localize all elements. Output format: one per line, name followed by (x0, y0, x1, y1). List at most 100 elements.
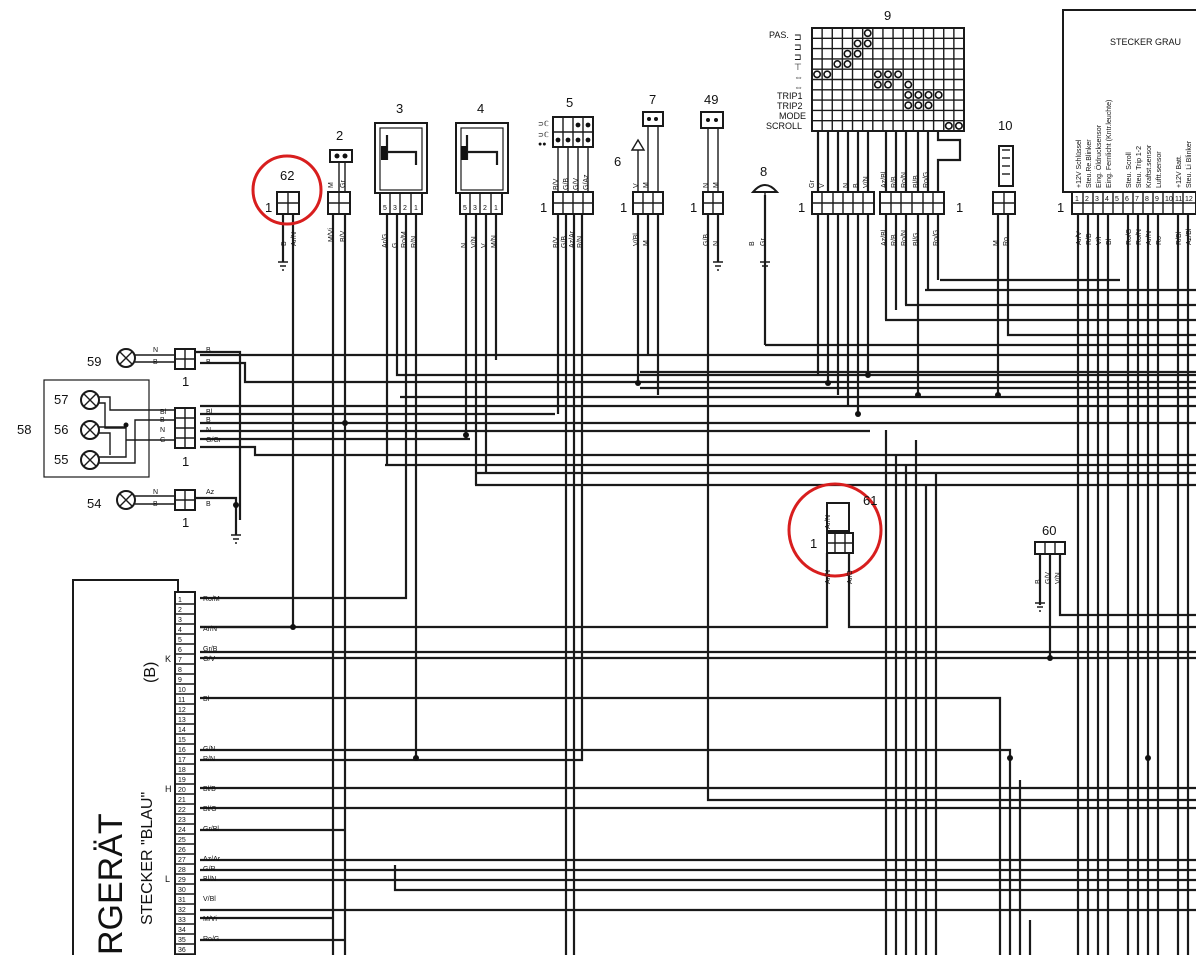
blue-pin-number: 16 (178, 747, 186, 754)
wire-color-label: Gr (809, 180, 816, 188)
grey-pin-label: Eing. Öldrucksensor (1095, 124, 1103, 188)
blue-pin-number: 3 (178, 617, 182, 624)
label-c7: 7 (649, 92, 656, 107)
blue-wire-color: Ro/M (203, 596, 220, 603)
blue-pin-number: 2 (178, 607, 182, 614)
grid-dot (904, 80, 913, 89)
grid-dot (924, 101, 933, 110)
grid-dot (914, 90, 923, 99)
grey-pin-number: 11 (1175, 196, 1182, 203)
wire-color-label: G/V (573, 178, 580, 190)
label-c60: 60 (1042, 523, 1056, 538)
group-letter-h: H (165, 784, 172, 794)
grid-dot (843, 60, 852, 69)
blue-pin-number: 28 (178, 867, 186, 874)
blue-connector-name: STECKER "BLAU" (139, 792, 156, 925)
wire-color-label: Bl/G (913, 232, 920, 246)
grey-wire-color: R/B (1086, 233, 1093, 245)
highlight-61 (787, 482, 883, 578)
blue-wire-color: Bl/N (203, 876, 216, 883)
grid-dot (954, 121, 963, 130)
wire-color-label: Az (206, 489, 215, 496)
group-letter-l: L (165, 874, 170, 884)
wire-color-label: Ro/N (901, 172, 908, 188)
blue-pin-number: 6 (178, 647, 182, 654)
wire-color-label: G/B (563, 178, 570, 190)
grey-pin-label: Steu. Scroll (1126, 152, 1133, 188)
blue-pin-number: 17 (178, 757, 186, 764)
blue-pin-number: 14 (178, 727, 186, 734)
label-c57: 57 (54, 392, 68, 407)
component-49-sensor (700, 111, 724, 192)
label-c5: 5 (566, 95, 573, 110)
icon-high-beam: ⊐ (794, 42, 802, 52)
blue-wire-color: Gr/Bl (203, 826, 219, 833)
grid-dot (873, 80, 882, 89)
grid-dot (904, 101, 913, 110)
component-7-sensor (630, 111, 664, 192)
svg-text:⊃ℂ: ⊃ℂ (538, 131, 549, 139)
blue-pin-number: 1 (178, 597, 182, 604)
component-3-switch (374, 122, 428, 194)
grid-dot (853, 49, 862, 58)
wire-color-label: Ar/N (291, 232, 298, 246)
grid-dot (853, 39, 862, 48)
wire-color-label: N (153, 489, 158, 496)
grey-pin-label: Steu.Re.Blinker (1086, 139, 1093, 188)
grid-dot (873, 70, 882, 79)
blue-pin-number: 29 (178, 877, 186, 884)
wire-color-label: Bl (206, 409, 213, 416)
wire-color-label: Bl (160, 409, 167, 416)
wire-color-label: R/B (891, 234, 898, 246)
wire-color-label: B (206, 347, 211, 354)
grid-dot (934, 90, 943, 99)
component-9-labels: PAS. TRIP1 TRIP2 MODE SCROLL ⊐ ⊐ ⊐ ⊤ ⇔ ⇔ (766, 30, 806, 131)
wire-color-label: V/N (471, 236, 478, 248)
wire-color-label: B (153, 501, 158, 508)
wire-color-label: M (993, 240, 1000, 246)
blue-wire-color: Gr/B (203, 646, 218, 653)
wire-color-label: R/N (411, 236, 418, 248)
label-c3: 3 (396, 101, 403, 116)
pin1-c5: 1 (540, 200, 547, 215)
wire-color-label: M/N (491, 235, 498, 248)
pin1-c9b: 1 (956, 200, 963, 215)
grid-dot (883, 80, 892, 89)
wire-color-label: B (153, 359, 158, 366)
label-c58: 58 (17, 422, 31, 437)
wire-color-label: B (206, 501, 211, 508)
grey-pin-label: Luftt.sensor (1156, 151, 1163, 188)
wire-color-label: 3 (393, 205, 397, 212)
grey-wire-color: Ro/G (1126, 229, 1133, 245)
blue-wire-color: M/Vi (203, 916, 217, 923)
icon-turn: ⇔ (794, 72, 803, 82)
grey-pin-label: Steu. Trip 1-2 (1136, 146, 1143, 188)
blue-pin-number: 7 (178, 657, 182, 664)
grid-dot (914, 101, 923, 110)
grid-dot (944, 121, 953, 130)
wire-color-label: 5 (383, 205, 387, 212)
wire-color-label: G/B (561, 236, 568, 248)
pin1-c59: 1 (182, 374, 189, 389)
c9-label-pas: PAS. (769, 30, 789, 40)
blue-pin-number: 24 (178, 827, 186, 834)
wire-color-label: B (1035, 579, 1042, 584)
grid-dot (813, 70, 822, 79)
grid-dot (924, 90, 933, 99)
component-5-switch: ⊃ℂ ⊃ℂ ●● (538, 116, 594, 192)
c9-label-trip2: TRIP2 (777, 101, 803, 111)
grey-wire-color: Ar/N (1146, 231, 1153, 245)
blue-pin-number: 34 (178, 927, 186, 934)
grey-pin-number: 3 (1095, 196, 1099, 203)
wire-color-label: G/Gr (206, 437, 222, 444)
pin1-c54: 1 (182, 515, 189, 530)
grey-pin-number: 5 (1115, 196, 1119, 203)
blue-pin-number: 10 (178, 687, 186, 694)
connector-60 (1034, 541, 1066, 555)
icon-low-beam: ⊐ (794, 32, 802, 42)
blue-pin-number: 26 (178, 847, 186, 854)
wire-color-label: 5 (463, 205, 467, 212)
blue-pin-number: 35 (178, 937, 186, 944)
component-8-sensor (750, 184, 780, 262)
blue-pin-number: 4 (178, 627, 182, 634)
